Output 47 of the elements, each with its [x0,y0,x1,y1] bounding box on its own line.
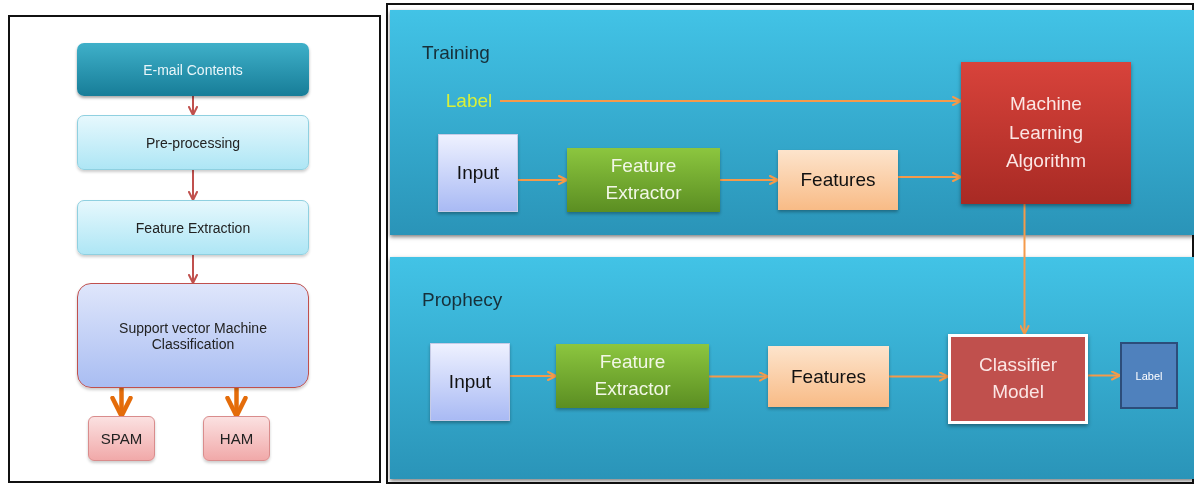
arrow [1019,203,1030,335]
box-label: Label [1135,369,1163,382]
process-box [77,283,309,388]
arrow [1087,370,1121,381]
features-box [778,150,898,210]
stage-title: Training [422,42,490,64]
box-label: SPAM [100,430,143,447]
box-label: Input [448,371,492,393]
box-label: Pre-processing [145,134,241,151]
box-label: Machine Learning Algorithm [1004,92,1088,174]
process-box [77,200,309,255]
output-box [203,416,270,461]
stage-panel [390,257,1194,479]
output-box [1120,342,1178,409]
arrow [708,371,769,382]
box-label: Features [800,169,876,191]
box-label: Feature Extraction [135,219,251,236]
stage-panel [390,10,1194,235]
box-label: Features [791,365,866,388]
box-label: Support vector Machine Classification [118,319,268,352]
arrow [719,175,779,185]
algorithm-box [961,62,1131,204]
box-label: Feature Extractor [604,154,683,205]
model-box [948,334,1088,424]
input-box [430,343,510,421]
arrow [509,371,557,381]
box-label: E-mail Contents [143,61,243,78]
extractor-box [567,148,720,212]
arrow [517,175,568,185]
process-box [77,115,309,170]
arrow [188,169,198,201]
box-label: Label [445,90,493,112]
features-box [768,346,889,407]
arrow [897,172,962,182]
box-label: HAM [219,430,254,447]
stage-title: Prophecy [422,289,503,311]
box-label: Classifier Model [977,353,1059,404]
arrow [888,371,949,382]
box-label: Input [456,162,500,184]
arrow [499,96,962,106]
process-box [77,43,309,96]
arrow [188,254,198,284]
output-box [88,416,155,461]
input-box [438,134,518,212]
box-label: Feature Extractor [593,350,672,401]
extractor-box [556,344,709,408]
arrow [188,95,198,116]
